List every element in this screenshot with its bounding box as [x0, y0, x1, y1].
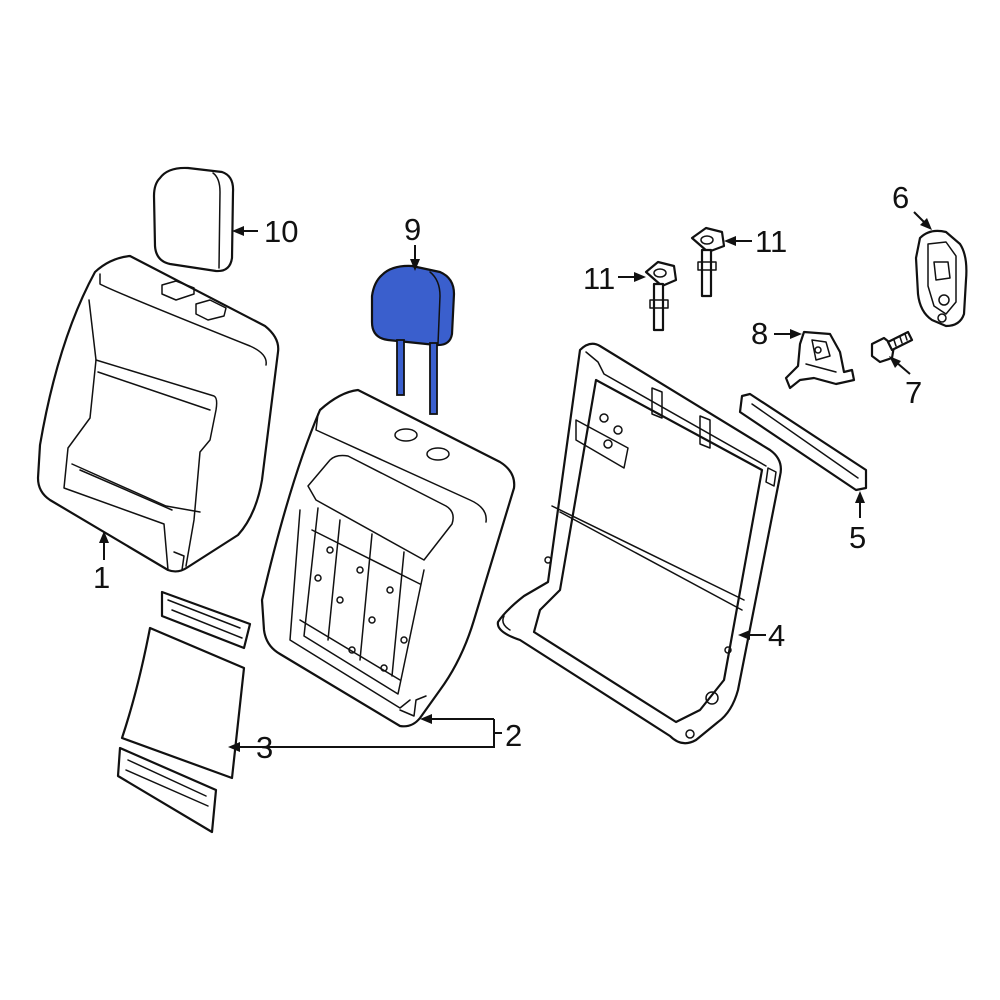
svg-text:7: 7: [905, 375, 922, 410]
callout-5: 5: [849, 491, 866, 555]
svg-text:11: 11: [583, 261, 615, 296]
part-7-bolt[interactable]: [870, 330, 914, 364]
part-2-seat-back-shell[interactable]: [260, 388, 516, 728]
svg-text:4: 4: [768, 618, 785, 653]
callout-8: 8: [751, 316, 802, 351]
svg-text:1: 1: [93, 560, 110, 595]
part-11-latch-pin-right[interactable]: [690, 226, 726, 298]
part-11-latch-pin-left[interactable]: [644, 260, 678, 332]
headrest-9-post-left: [396, 339, 405, 396]
callout-11-left: 11: [583, 261, 646, 296]
part-8-hinge-bracket[interactable]: [784, 330, 856, 390]
callout-1: 1: [93, 531, 110, 595]
callout-2: 2: [236, 714, 522, 753]
callout-10: 10: [232, 214, 298, 249]
part-4-seat-back-frame[interactable]: [496, 342, 782, 745]
svg-text:11: 11: [755, 224, 787, 259]
part-10-headrest[interactable]: [152, 166, 235, 273]
callout-7: 7: [889, 356, 922, 410]
part-3-seat-back-pads[interactable]: [116, 590, 252, 834]
part-5-support-bar[interactable]: [738, 392, 868, 492]
svg-text:10: 10: [264, 214, 298, 249]
svg-text:6: 6: [892, 180, 909, 215]
svg-text:8: 8: [751, 316, 768, 351]
callout-9: 9: [404, 212, 421, 271]
callout-11-right: 11: [724, 224, 787, 259]
headrest-9-pad: [370, 264, 456, 347]
headrest-9-post-right: [429, 342, 438, 415]
part-9-headrest-highlighted[interactable]: [370, 264, 456, 415]
callout-6: 6: [892, 180, 932, 230]
part-1-seat-back-cover[interactable]: [36, 254, 280, 573]
svg-text:2: 2: [505, 718, 522, 753]
svg-text:9: 9: [404, 212, 421, 247]
svg-text:5: 5: [849, 520, 866, 555]
callout-4: 4: [738, 618, 785, 653]
part-6-hinge-cover[interactable]: [914, 229, 968, 328]
